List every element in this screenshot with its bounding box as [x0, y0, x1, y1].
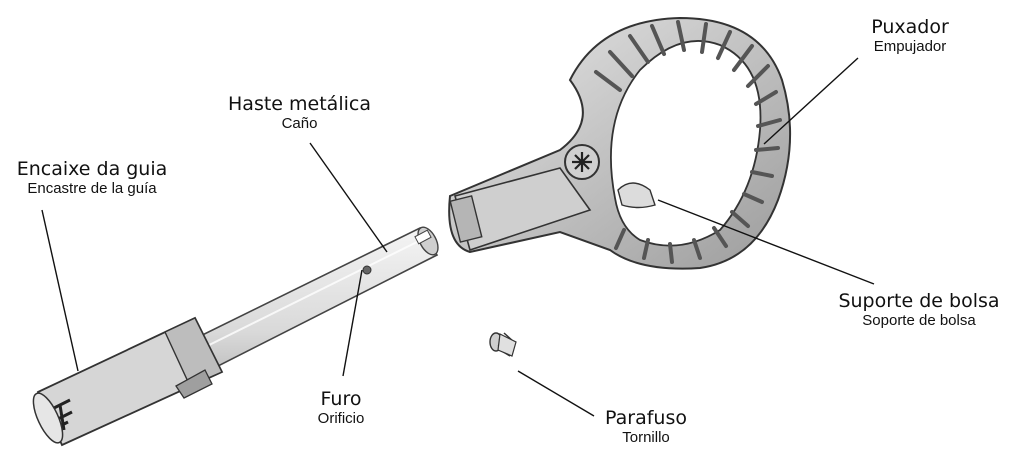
leader-haste — [310, 143, 387, 252]
label-suporte-pt: Suporte de bolsa — [834, 290, 1004, 312]
label-furo-es: Orificio — [307, 410, 375, 428]
label-parafuso-es: Tornillo — [596, 429, 696, 447]
label-furo-pt: Furo — [307, 388, 375, 410]
label-puxador: Puxador Empujador — [870, 16, 950, 56]
label-encaixe-es: Encastre de la guía — [12, 180, 172, 198]
screw — [490, 333, 516, 356]
label-suporte-es: Soporte de bolsa — [834, 312, 1004, 330]
label-parafuso: Parafuso Tornillo — [596, 407, 696, 447]
label-encaixe: Encaixe da guia Encastre de la guía — [12, 158, 172, 198]
guide-fitting — [28, 318, 222, 447]
label-encaixe-pt: Encaixe da guia — [12, 158, 172, 180]
label-furo: Furo Orificio — [307, 388, 375, 428]
label-haste-es: Caño — [227, 115, 372, 133]
label-haste: Haste metálica Caño — [227, 93, 372, 133]
label-haste-pt: Haste metálica — [227, 93, 372, 115]
leader-encaixe — [42, 210, 78, 371]
label-puxador-pt: Puxador — [870, 16, 950, 38]
leader-parafuso — [518, 371, 594, 416]
label-puxador-es: Empujador — [870, 38, 950, 56]
label-suporte: Suporte de bolsa Soporte de bolsa — [834, 290, 1004, 330]
label-parafuso-pt: Parafuso — [596, 407, 696, 429]
